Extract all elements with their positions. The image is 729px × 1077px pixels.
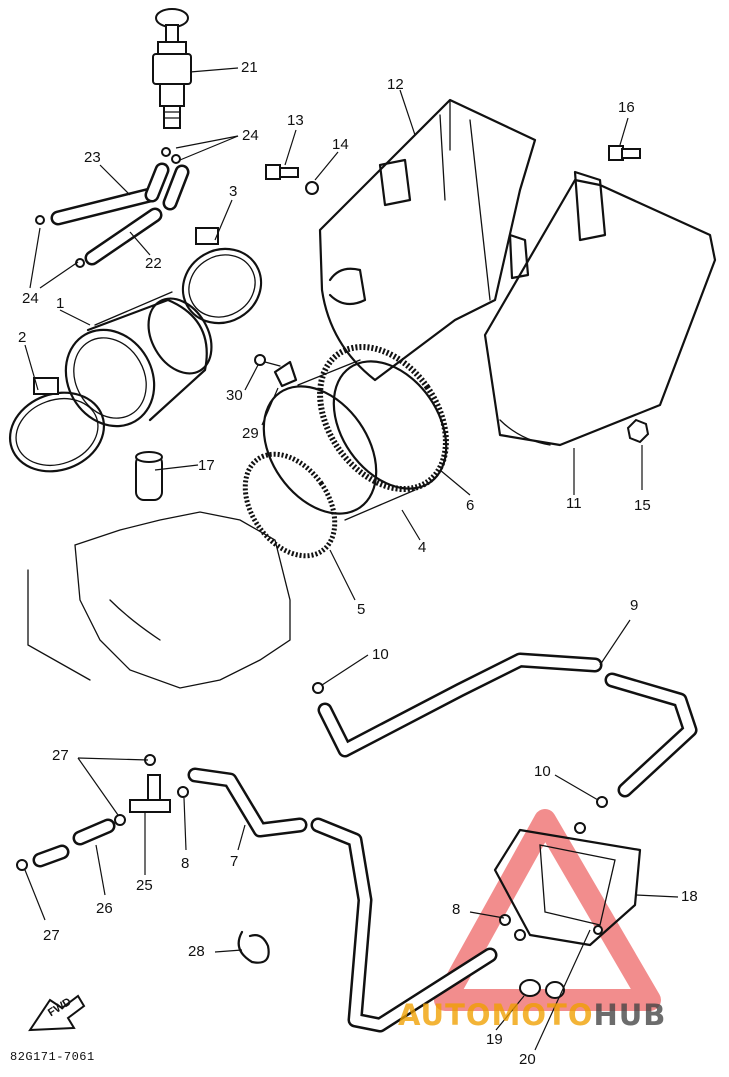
part-21-breather-valve xyxy=(152,8,192,129)
bolt-16 xyxy=(608,145,641,161)
callout-24-top: 24 xyxy=(242,127,259,144)
callout-9: 9 xyxy=(630,597,639,614)
callout-8-left: 8 xyxy=(181,855,190,872)
reed-valve-18 xyxy=(493,822,642,947)
callout-28: 28 xyxy=(188,943,205,960)
callout-7: 7 xyxy=(230,853,239,870)
callout-20: 20 xyxy=(519,1051,536,1068)
clip-10-upper xyxy=(312,682,324,694)
callout-29: 29 xyxy=(242,425,259,442)
leader-lines xyxy=(24,67,679,1051)
callout-22: 22 xyxy=(145,255,162,272)
callout-21: 21 xyxy=(241,59,258,76)
callout-17: 17 xyxy=(198,457,215,474)
callout-10-upper: 10 xyxy=(372,646,389,663)
callout-23: 23 xyxy=(84,149,101,166)
nut-15 xyxy=(626,418,650,444)
callout-19: 19 xyxy=(486,1031,503,1048)
engine-outline xyxy=(27,511,291,689)
hose-22 xyxy=(84,207,163,266)
callout-3: 3 xyxy=(229,183,238,200)
callout-18: 18 xyxy=(681,888,698,905)
callout-27-upper: 27 xyxy=(52,747,69,764)
callout-6: 6 xyxy=(466,497,475,514)
clip-10-lower xyxy=(596,796,608,808)
t-joint-25 xyxy=(129,774,171,813)
hose-23 xyxy=(50,187,158,226)
callout-12: 12 xyxy=(387,76,404,93)
callout-25: 25 xyxy=(136,877,153,894)
hose-26 xyxy=(32,818,116,868)
clip-28 xyxy=(237,930,270,964)
bolt-13 xyxy=(265,164,299,180)
callout-16: 16 xyxy=(618,99,635,116)
joint-1 xyxy=(64,291,213,428)
callout-1: 1 xyxy=(56,295,65,312)
short-hoses-24 xyxy=(35,147,190,268)
callout-27-lower: 27 xyxy=(43,927,60,944)
clip-8-left xyxy=(177,786,189,798)
holder-29 xyxy=(273,360,298,388)
watermark-part1: AUTOMOTO xyxy=(398,998,594,1032)
hose-9 xyxy=(317,652,698,798)
band-6 xyxy=(317,343,449,493)
callout-14: 14 xyxy=(332,136,349,153)
plug-17 xyxy=(135,451,163,501)
callout-13: 13 xyxy=(287,112,304,129)
joint-4 xyxy=(262,359,448,521)
watermark-logo: AUTOMOTOHUB xyxy=(398,998,666,1032)
watermark-part2: HUB xyxy=(593,998,667,1032)
collar-20 xyxy=(545,981,565,999)
callout-11: 11 xyxy=(566,495,582,512)
grommet-19 xyxy=(519,979,541,997)
callout-5: 5 xyxy=(357,601,366,618)
clips-27 xyxy=(16,754,156,871)
clamp-3 xyxy=(181,227,263,325)
callout-2: 2 xyxy=(18,329,27,346)
hose-7 xyxy=(187,767,498,1033)
air-case-cover-11 xyxy=(483,170,717,447)
air-case-12 xyxy=(318,98,537,382)
screw-30 xyxy=(254,354,281,367)
callout-15: 15 xyxy=(634,497,651,514)
washer-14 xyxy=(305,181,319,195)
callout-4: 4 xyxy=(418,539,427,556)
fwd-arrow-icon xyxy=(28,994,86,1032)
callout-30: 30 xyxy=(226,387,243,404)
callout-26: 26 xyxy=(96,900,113,917)
part-code: 82G171-7061 xyxy=(10,1050,95,1064)
clamp-2 xyxy=(8,377,106,473)
callout-24-left: 24 xyxy=(22,290,39,307)
callout-8-right: 8 xyxy=(452,901,461,918)
ring-5 xyxy=(242,451,338,559)
watermark-triangle xyxy=(434,809,661,1011)
callout-10-lower: 10 xyxy=(534,763,551,780)
